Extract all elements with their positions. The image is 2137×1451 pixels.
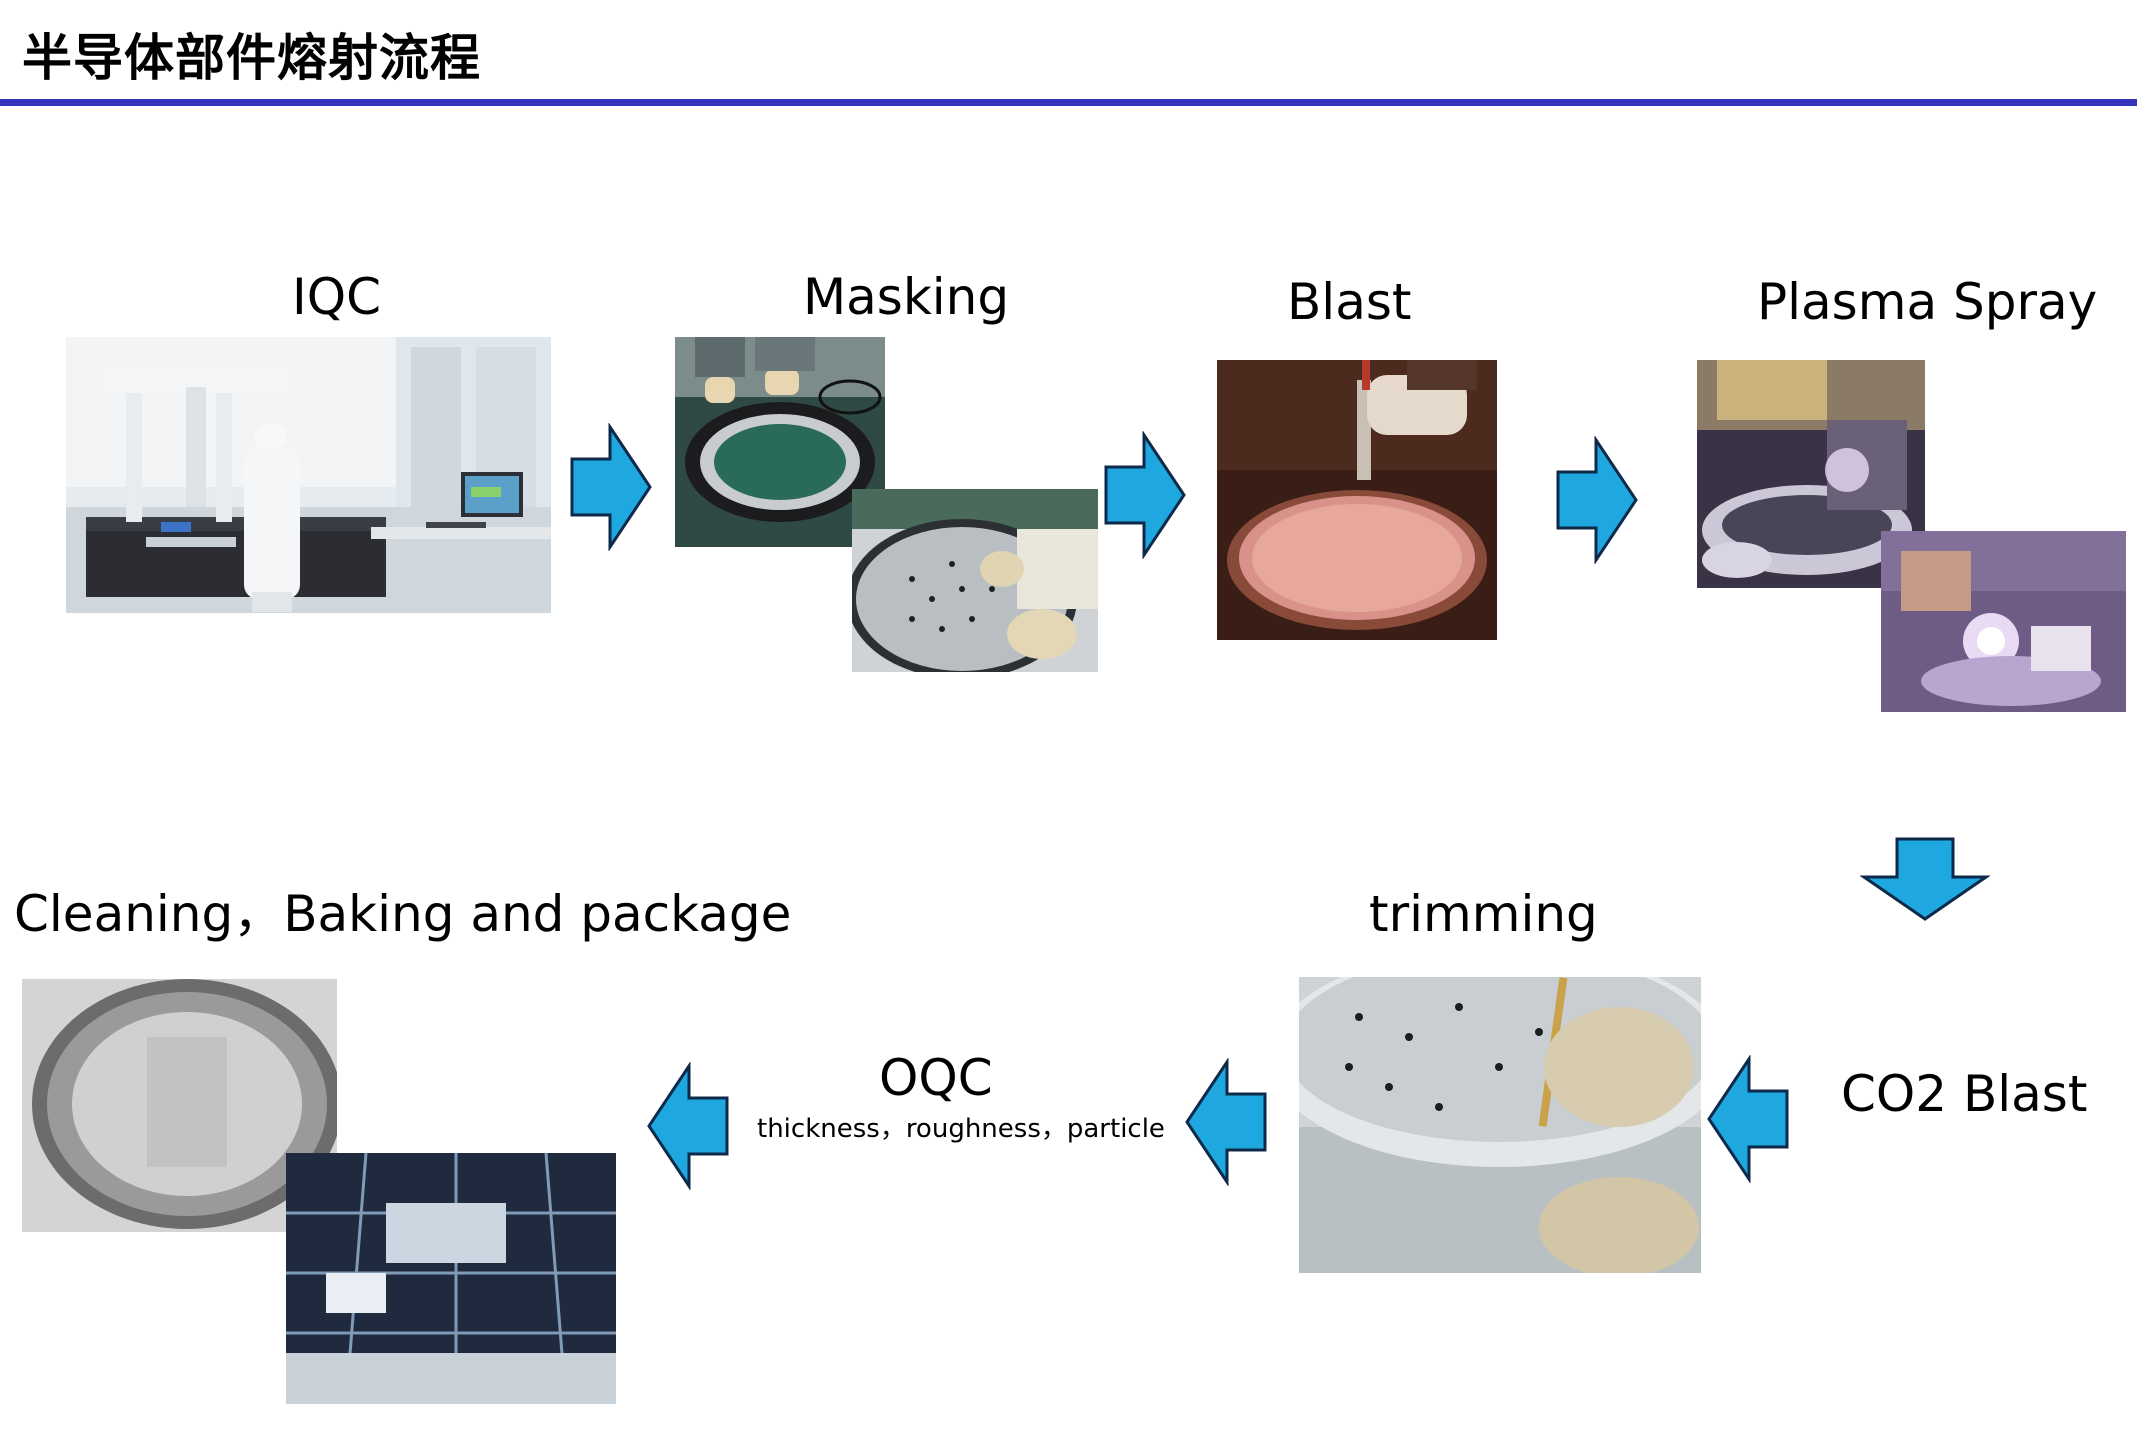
- step-label-iqc: IQC: [292, 268, 382, 326]
- oqc-detail-text: thickness，roughness，particle: [757, 1114, 1165, 1144]
- step-label-oqc: OQC: [879, 1049, 993, 1107]
- plasma-photo-2: [1881, 531, 2126, 712]
- cleaning-photo-2: [286, 1153, 616, 1404]
- arrow-right-2: [1104, 431, 1188, 559]
- arrow-down: [1860, 837, 1990, 923]
- cleaning-photo-1: [22, 979, 337, 1232]
- step-label-co2-blast: CO2 Blast: [1841, 1065, 2088, 1123]
- arrow-left-3: [645, 1062, 729, 1190]
- step-label-plasma-spray: Plasma Spray: [1757, 273, 2098, 331]
- title-divider: [0, 99, 2137, 106]
- arrow-left-1: [1705, 1055, 1789, 1183]
- step-label-trimming: trimming: [1369, 885, 1598, 943]
- step-label-cleaning: Cleaning，Baking and package: [14, 885, 792, 943]
- masking-photo-2: [852, 489, 1098, 672]
- page-title: 半导体部件熔射流程: [22, 29, 481, 87]
- arrow-right-1: [570, 423, 654, 551]
- arrow-left-2: [1183, 1058, 1267, 1186]
- iqc-photo: [66, 337, 551, 613]
- step-label-masking: Masking: [803, 268, 1010, 326]
- arrow-right-3: [1556, 436, 1640, 564]
- blast-photo: [1217, 360, 1497, 640]
- masking-photo-1: [675, 337, 885, 547]
- trimming-photo: [1299, 977, 1701, 1273]
- step-label-blast: Blast: [1287, 273, 1412, 331]
